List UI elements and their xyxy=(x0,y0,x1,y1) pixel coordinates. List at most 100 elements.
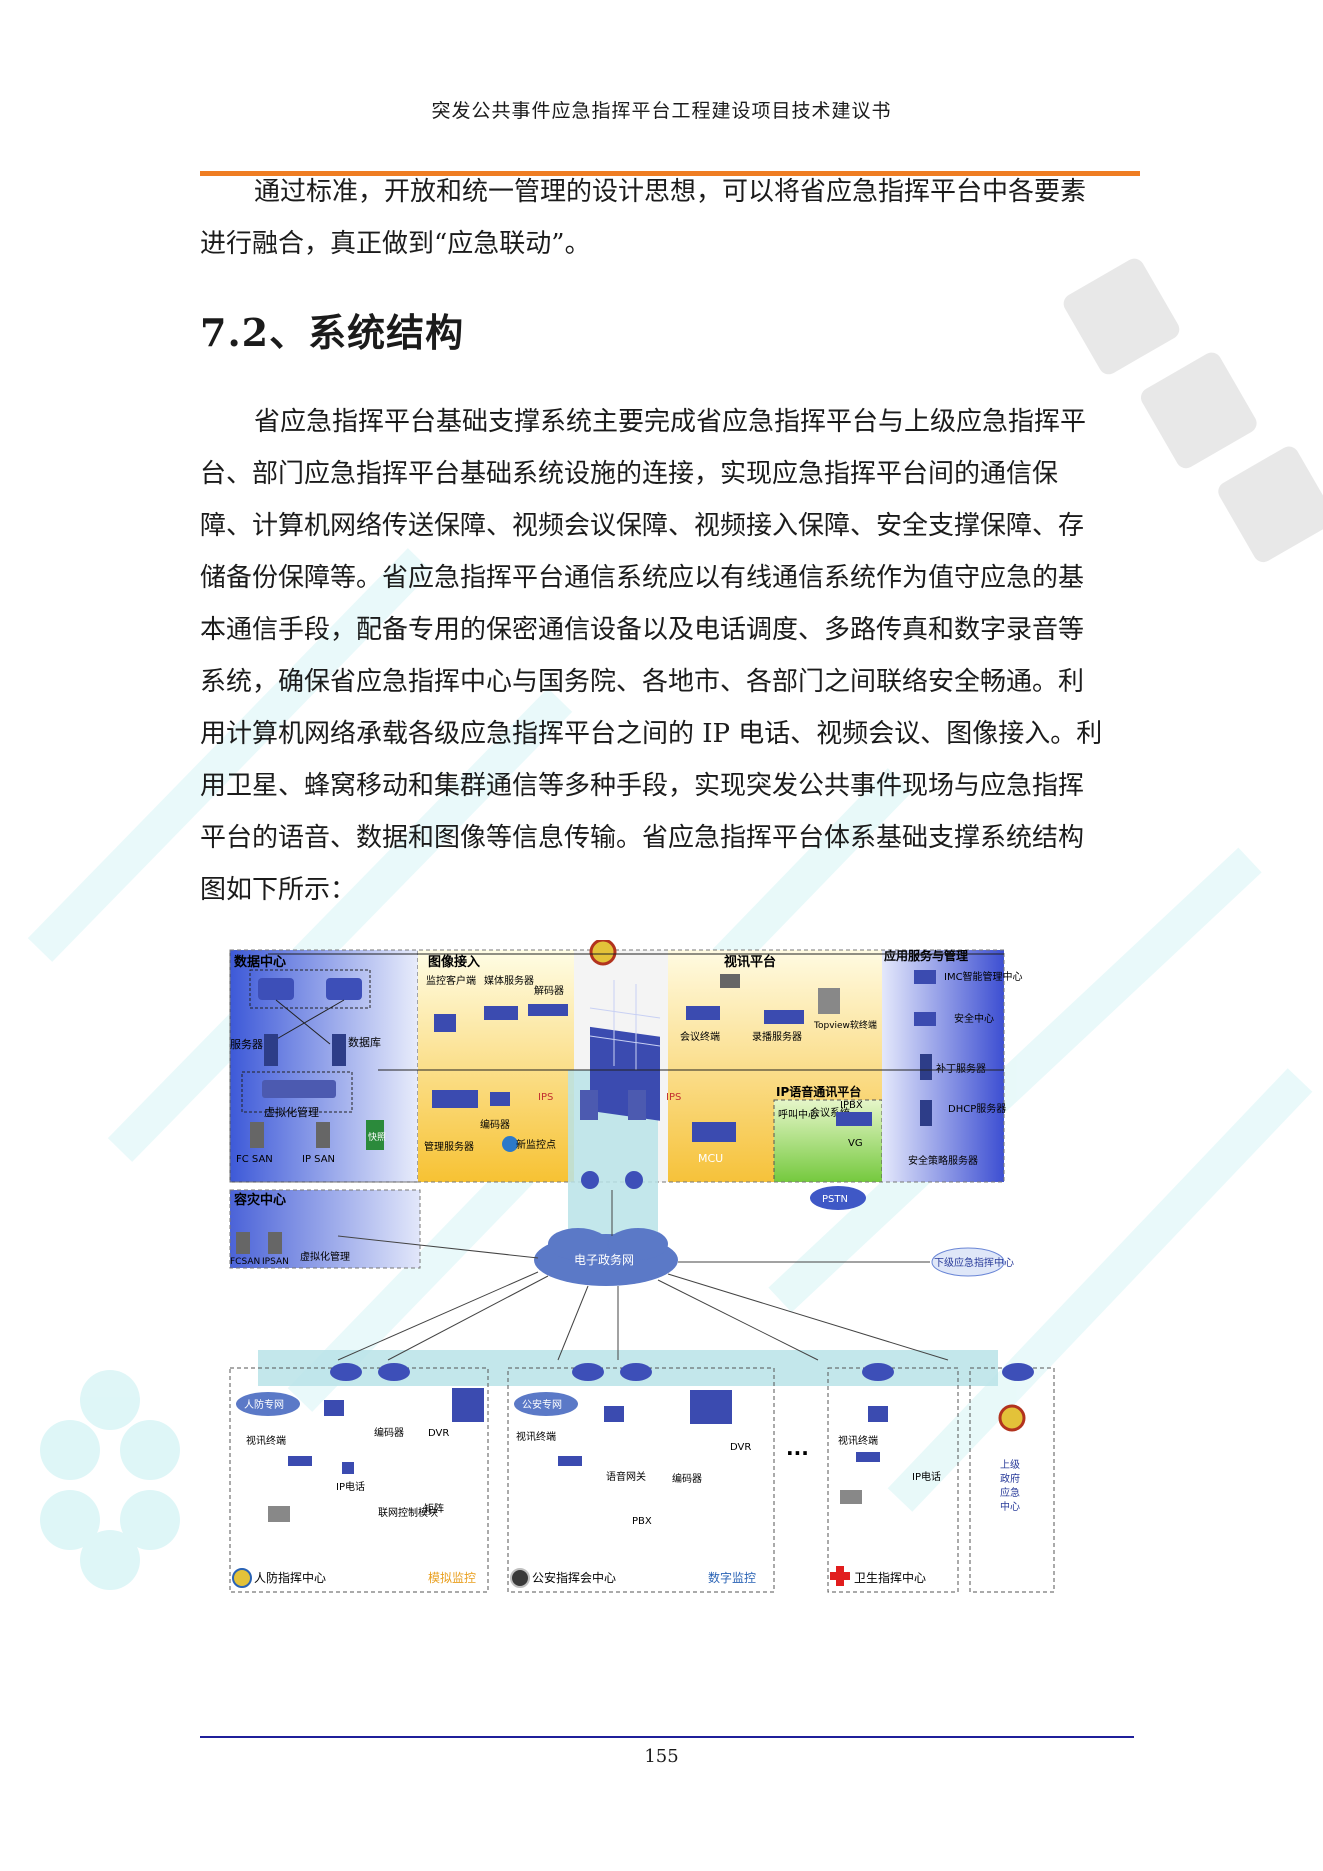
image-access-title: 图像接入 xyxy=(428,954,480,970)
core-switch-icon xyxy=(326,978,362,1000)
label-analog-monitoring: 模拟监控 xyxy=(428,1571,476,1585)
video-wall-icon xyxy=(452,1388,484,1422)
label-ips: IPS xyxy=(538,1092,553,1103)
router-icon xyxy=(572,1363,604,1381)
video-wall-icon xyxy=(690,1390,732,1424)
label-vg: VG xyxy=(848,1138,863,1149)
label-encoder: 编码器 xyxy=(672,1472,702,1485)
ip-phone-icon xyxy=(342,1462,354,1474)
paragraph-intro: 通过标准，开放和统一管理的设计思想，可以将省应急指挥平台中各要素 进行融合，真正… xyxy=(200,166,1130,270)
paragraph-line: 平台的语音、数据和图像等信息传输。省应急指挥平台体系基础支撑系统结构 xyxy=(200,823,1085,853)
label-superior-line: 政府 xyxy=(1000,1472,1020,1485)
label-ips: IPS xyxy=(666,1092,681,1103)
paragraph-line: 通过标准，开放和统一管理的设计思想，可以将省应急指挥平台中各要素 xyxy=(254,177,1087,207)
label-superior-line: 上级 xyxy=(1000,1459,1020,1471)
header-rule xyxy=(200,171,1140,176)
router-icon xyxy=(620,1363,652,1381)
health-zone xyxy=(827,1367,959,1593)
label-security-policy: 安全策略服务器 xyxy=(908,1154,978,1167)
label-egov-network: 电子政务网 xyxy=(574,1252,634,1267)
label-ip-phone: IP电话 xyxy=(336,1480,365,1493)
label-conf-terminal: 会议终端 xyxy=(680,1030,720,1043)
label-police-center: 公安指挥会中心 xyxy=(532,1570,616,1585)
label-network-module: 联网控制模块 xyxy=(378,1506,438,1519)
disaster-center-zone xyxy=(230,1190,420,1268)
label-decoder: 解码器 xyxy=(534,984,564,997)
section-title: 7.2、系统结构 xyxy=(200,310,465,355)
label-video-terminal: 视讯终端 xyxy=(516,1430,556,1443)
label-lower-center: 下级应急指挥中心 xyxy=(934,1256,1014,1269)
fcsan-icon xyxy=(236,1232,250,1254)
label-mcu: MCU xyxy=(698,1152,723,1165)
ipsan-icon xyxy=(268,1232,282,1254)
label-ip-phone: IP电话 xyxy=(912,1470,941,1483)
video-terminal-icon xyxy=(558,1456,582,1466)
police-private-net-cloud xyxy=(514,1392,578,1416)
ip-voice-title: IP语音通讯平台 xyxy=(776,1084,861,1099)
decoder-icon xyxy=(528,1004,568,1016)
rec-server-icon xyxy=(764,1010,804,1024)
paragraph-line: 系统，确保省应急指挥中心与国务院、各地市、各部门之间联络安全畅通。利 xyxy=(200,667,1085,697)
core-switch-icon xyxy=(258,978,294,1000)
mcu-icon xyxy=(692,1122,736,1142)
label-disaster-virtualization: 虚拟化管理 xyxy=(300,1250,350,1263)
label-media-server: 媒体服务器 xyxy=(484,974,534,987)
monitor-client-icon xyxy=(434,1014,456,1032)
app-services-zone xyxy=(882,950,1004,1182)
label-video-terminal: 视讯终端 xyxy=(838,1434,878,1447)
security-center-icon xyxy=(914,1012,936,1026)
paragraph-line: 省应急指挥平台基础支撑系统主要完成省应急指挥平台与上级应急指挥平 xyxy=(254,407,1087,437)
conf-terminal-icon xyxy=(686,1006,720,1020)
paragraph-line: 障、计算机网络传送保障、视频会议保障、视频接入保障、安全支撑保障、存 xyxy=(200,511,1085,541)
disaster-center-title: 容灾中心 xyxy=(233,1192,286,1208)
label-dvr: DVR xyxy=(730,1442,751,1453)
laptop-icon xyxy=(840,1490,862,1504)
label-mgmt-server: 管理服务器 xyxy=(424,1140,474,1153)
ipbx-icon xyxy=(836,1112,872,1126)
label-encoder: 编码器 xyxy=(374,1426,404,1439)
switch-icon xyxy=(324,1400,344,1416)
server-icon xyxy=(264,1034,278,1066)
router-icon xyxy=(581,1171,599,1189)
label-health-center: 卫生指挥中心 xyxy=(854,1570,926,1585)
label-dhcp: DHCP服务器 xyxy=(948,1102,1006,1115)
more-centers-ellipsis: ··· xyxy=(786,1441,809,1465)
label-pstn: PSTN xyxy=(822,1194,848,1205)
national-emblem-icon xyxy=(998,1404,1026,1432)
data-center-title: 数据中心 xyxy=(234,954,286,970)
label-security-center: 安全中心 xyxy=(954,1012,994,1025)
label-monitor-client: 监控客户端 xyxy=(426,974,476,987)
label-video-terminal: 视讯终端 xyxy=(246,1434,286,1447)
egov-network-cloud xyxy=(534,1228,678,1286)
label-rec-server: 录播服务器 xyxy=(752,1030,802,1043)
topview-icon xyxy=(818,988,840,1014)
label-imc: IMC智能管理中心 xyxy=(944,970,1023,983)
label-matrix: 矩阵 xyxy=(424,1502,444,1515)
label-civil-defense-center: 人防指挥中心 xyxy=(254,1570,326,1585)
label-police-private-net: 公安专网 xyxy=(522,1398,562,1411)
label-ip-san: IP SAN xyxy=(302,1154,335,1165)
router-icon xyxy=(862,1363,894,1381)
monitor-icon xyxy=(268,1506,290,1522)
label-fcsan: FCSAN xyxy=(230,1257,260,1267)
label-patch-server: 补丁服务器 xyxy=(936,1062,986,1075)
paragraph-line: 储备份保障等。省应急指挥平台通信系统应以有线通信系统作为值守应急的基 xyxy=(200,563,1085,593)
encoder-icon xyxy=(490,1092,510,1106)
paragraph-system-structure: 省应急指挥平台基础支撑系统主要完成省应急指挥平台与上级应急指挥平 台、部门应急指… xyxy=(200,396,1130,916)
lower-center-cloud xyxy=(931,1247,1005,1277)
database-server-icon xyxy=(332,1034,346,1066)
app-services-title: 应用服务与管理 xyxy=(884,948,968,963)
video-terminal-icon xyxy=(856,1452,880,1462)
switch-icon xyxy=(604,1406,624,1422)
label-topview: Topview软终端 xyxy=(813,1019,877,1031)
red-cross-icon xyxy=(830,1566,850,1586)
image-access-zone xyxy=(418,950,574,1182)
imc-icon xyxy=(914,970,936,984)
label-virtualization: 虚拟化管理 xyxy=(264,1105,319,1119)
label-database: 数据库 xyxy=(348,1035,381,1049)
core-switch-icon xyxy=(628,1090,646,1120)
backup-icon xyxy=(366,1120,384,1150)
system-structure-diagram: 数据中心 服务器 数据库 虚拟化管理 FC SAN IP SAN 快照 图像接入… xyxy=(229,940,1055,1593)
running-header: 突发公共事件应急指挥平台工程建设项目技术建议书 xyxy=(431,100,892,122)
